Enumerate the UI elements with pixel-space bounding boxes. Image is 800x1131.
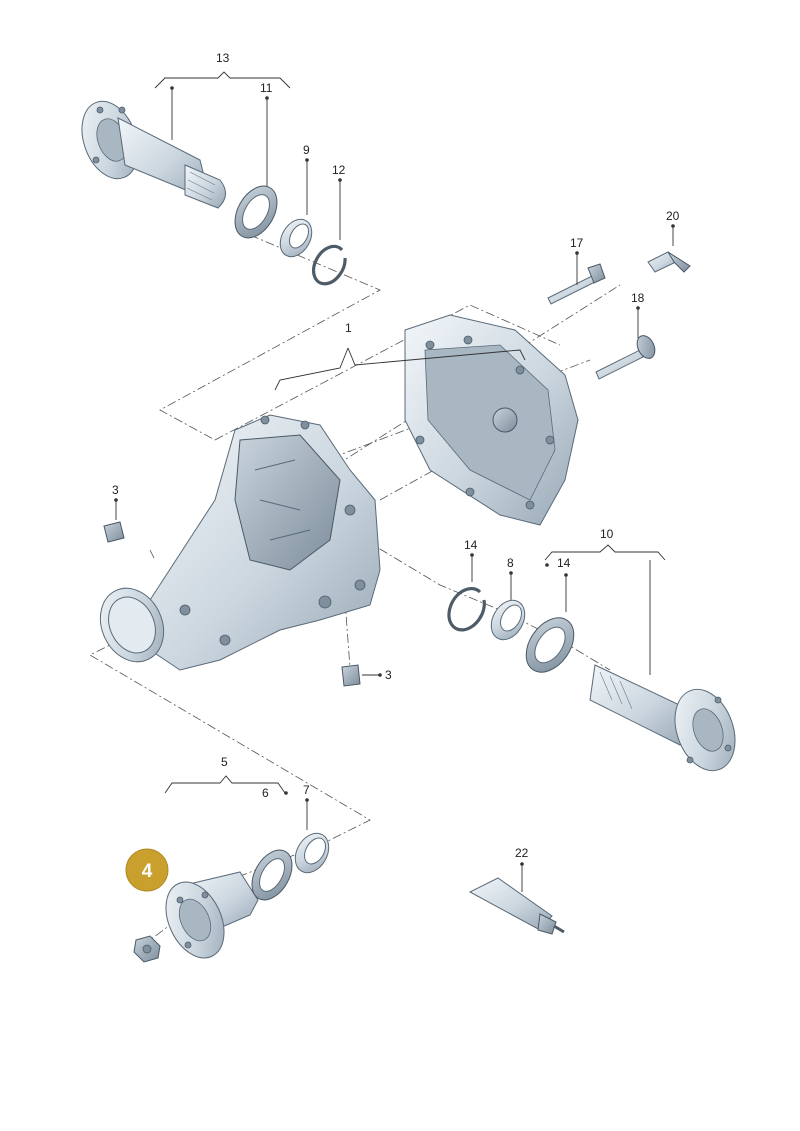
callout-1: 1 xyxy=(345,321,352,335)
callout-7: 7 xyxy=(303,783,310,797)
callout-5: 5 xyxy=(221,755,228,769)
part-bolt-long xyxy=(547,263,606,305)
part-breather-valve xyxy=(647,251,691,273)
callout-8: 8 xyxy=(507,556,514,570)
highlight-badge[interactable]: 4 xyxy=(125,848,169,892)
callout-3-upper: 3 xyxy=(112,483,119,497)
callout-20: 20 xyxy=(666,209,680,223)
badge-label: 4 xyxy=(142,861,153,882)
callout-13: 11 xyxy=(260,81,273,95)
part-shaft-seal-right xyxy=(525,617,575,673)
callout-18: 18 xyxy=(631,291,645,305)
callout-9: 9 xyxy=(303,143,310,157)
callout-17: 17 xyxy=(570,236,584,250)
part-input-flange xyxy=(165,871,259,959)
part-shaft-seal-left xyxy=(234,185,278,239)
part-sealant-tube xyxy=(468,877,565,935)
part-main-housing xyxy=(99,414,381,671)
part-bearing-race-right xyxy=(490,599,526,641)
part-output-flange-shaft-right xyxy=(589,664,736,772)
part-pinion-bearing-race xyxy=(294,832,330,874)
part-bearing-race-left xyxy=(279,218,313,258)
callout-labels: 13 11 9 12 17 20 18 1 3 3 14 8 10 14 5 6… xyxy=(112,51,680,860)
part-housing-cover xyxy=(404,314,579,526)
part-circlip-mid xyxy=(447,587,486,632)
part-flange-nut xyxy=(133,935,161,963)
callout-14-top: 12 xyxy=(332,163,346,177)
callout-6: 6 xyxy=(262,786,269,800)
part-output-flange-shaft-left xyxy=(81,100,226,209)
callout-22: 22 xyxy=(515,846,529,860)
callout-11: 13 xyxy=(216,51,230,65)
leader-lines xyxy=(114,71,675,892)
callout-12: 14 xyxy=(557,556,571,570)
part-plug-lower xyxy=(341,664,361,687)
callout-10: 10 xyxy=(600,527,614,541)
part-plug-upper xyxy=(103,521,125,543)
part-bolt-short xyxy=(595,335,656,380)
callout-3-lower: 3 xyxy=(385,668,392,682)
callout-14-mid: 14 xyxy=(464,538,478,552)
part-pinion-seal xyxy=(251,849,293,901)
part-circlip-top xyxy=(312,244,347,286)
